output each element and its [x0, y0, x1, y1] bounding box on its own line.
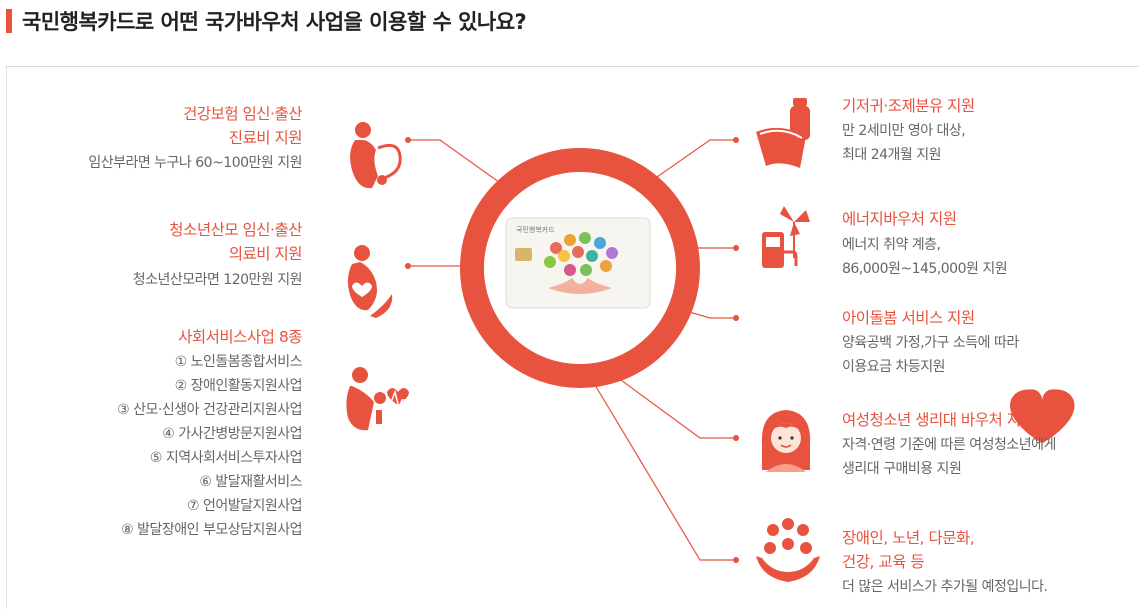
right-item-2-desc-line2: 86,000원~145,000원 지원 — [842, 261, 1008, 277]
pregnant-heart-icon — [347, 245, 393, 318]
right-item-2-title: 에너지바우처 지원 — [842, 210, 957, 228]
right-item-4-desc-line1: 자격·연령 기준에 따른 여성청소년에게 — [842, 437, 1056, 453]
right-item-1-desc-line1: 만 2세미만 영아 대상, — [842, 123, 966, 139]
social-service-item: ② 장애인활동지원사업 — [174, 378, 303, 394]
left-item-1-title-line1: 건강보험 임신·출산 — [183, 105, 302, 123]
social-service-item: ⑤ 지역사회서비스투자사업 — [149, 450, 303, 466]
card-chip — [515, 248, 532, 261]
right-item-1-desc-line2: 최대 24개월 지원 — [842, 147, 942, 163]
social-service-item: ④ 가사간병방문지원사업 — [162, 426, 302, 442]
left-item-2-desc: 청소년산모라면 120만원 지원 — [132, 272, 303, 288]
heart-family-icon — [766, 316, 1075, 444]
center-ring — [460, 148, 700, 388]
social-service-item: ⑥ 발달재활서비스 — [199, 474, 302, 490]
pregnant-stethoscope-icon — [350, 122, 402, 189]
left-item-1-desc: 임산부라면 누구나 60~100만원 지원 — [88, 155, 302, 171]
girl-face-icon — [761, 410, 811, 472]
mother-baby-heartbeat-icon — [346, 367, 409, 431]
hands-services-icon — [756, 518, 820, 582]
right-item-3-desc-line1: 양육공백 가정,가구 소득에 따라 — [842, 335, 1019, 351]
page-heading: 국민행복카드로 어떤 국가바우처 사업을 이용할 수 있나요? — [0, 6, 527, 36]
heading-accent-bar — [6, 9, 12, 33]
social-service-item: ⑧ 발달장애인 부모상담지원사업 — [121, 522, 302, 538]
connector-dots — [405, 137, 739, 563]
right-item-2-desc-line1: 에너지 취약 계층, — [842, 237, 941, 253]
page-title: 국민행복카드로 어떤 국가바우처 사업을 이용할 수 있나요? — [22, 10, 527, 34]
happiness-card: 국민행복카드 — [505, 217, 651, 309]
right-item-4-desc-line2: 생리대 구매비용 지원 — [842, 461, 962, 477]
right-item-3-desc-line2: 이용요금 차등지원 — [842, 359, 946, 375]
connector-lines — [408, 139, 736, 561]
social-service-item: ① 노인돌봄종합서비스 — [174, 354, 303, 370]
right-item-5-title-line1: 장애인, 노년, 다문화, — [842, 529, 975, 547]
card-tree — [544, 232, 618, 294]
right-item-1-title: 기저귀·조제분유 지원 — [842, 97, 975, 115]
right-item-5-title-line2: 건강, 교육 등 — [842, 553, 925, 571]
right-item-4-title: 여성청소년 생리대 바우처 지원 — [842, 411, 1035, 429]
left-item-2-title-line1: 청소년산모 임신·출산 — [169, 221, 302, 239]
infographic-panel — [6, 66, 1139, 609]
left-item-2-title-line2: 의료비 지원 — [228, 245, 303, 263]
social-service-item: ⑦ 언어발달지원사업 — [186, 498, 303, 514]
left-item-1-title-line2: 진료비 지원 — [228, 129, 303, 147]
right-item-3-title: 아이돌봄 서비스 지원 — [842, 309, 975, 327]
left-item-3-title: 사회서비스사업 8종 — [178, 328, 302, 346]
social-service-item: ③ 산모·신생아 건강관리지원사업 — [117, 402, 302, 418]
card-label: 국민행복카드 — [516, 225, 555, 234]
right-item-5-desc: 더 많은 서비스가 추가될 예정입니다. — [842, 579, 1048, 595]
fuel-windmill-icon — [762, 206, 810, 268]
diaper-bottle-icon — [756, 98, 810, 168]
